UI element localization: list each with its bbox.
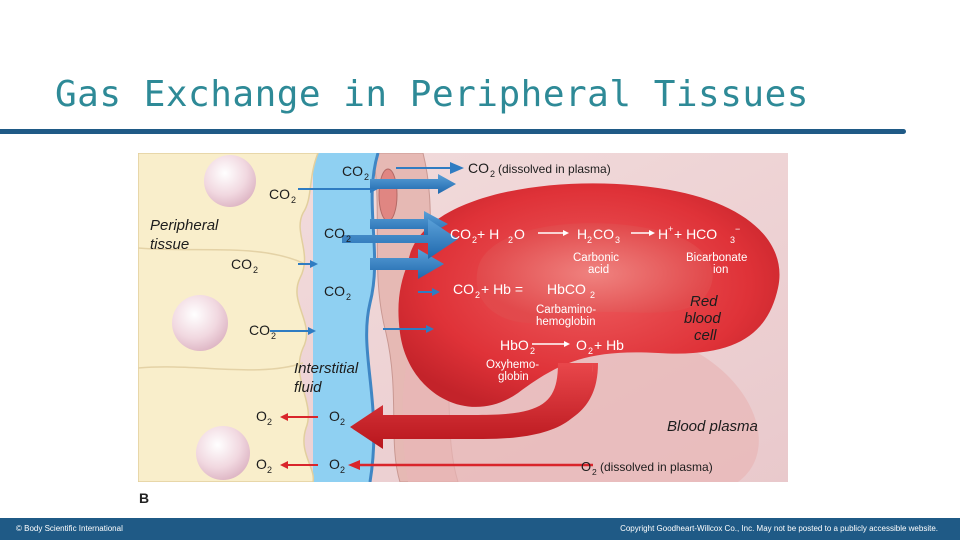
svg-text:2: 2: [590, 290, 595, 300]
svg-text:H: H: [577, 226, 587, 242]
label-cell: cell: [694, 327, 717, 344]
svg-text:+ Hb =: + Hb =: [481, 281, 523, 297]
svg-text:HbCO: HbCO: [547, 281, 586, 297]
co2-dissolved-label: CO 2 (dissolved in plasma): [468, 160, 611, 179]
label-blood: blood: [684, 310, 721, 327]
co2-arrow-3: [370, 249, 444, 279]
equation-oxyhemoglobin: HbO 2 O 2 + Hb: [500, 337, 624, 356]
svg-text:2: 2: [253, 265, 258, 275]
label-fluid: fluid: [294, 379, 322, 396]
svg-text:O: O: [256, 456, 267, 472]
cell-dimple: [476, 223, 713, 323]
svg-text:2: 2: [530, 346, 535, 356]
tissue-cell-nucleus: [196, 426, 250, 480]
svg-text:+ HCO: + HCO: [674, 226, 717, 242]
svg-text:CO: CO: [342, 163, 363, 179]
label-bicarbonate: Bicarbonate: [686, 252, 747, 264]
svg-text:2: 2: [587, 235, 592, 245]
svg-text:+: +: [668, 224, 673, 234]
svg-text:2: 2: [346, 234, 351, 244]
svg-text:CO: CO: [324, 225, 345, 241]
o2-dissolved-label: O 2 (dissolved in plasma): [581, 459, 713, 477]
label-interstitial: Interstitial: [294, 360, 359, 377]
svg-text:2: 2: [592, 467, 597, 477]
label-oxyhemo: Oxyhemo-: [486, 359, 539, 371]
svg-text:2: 2: [267, 417, 272, 427]
footer-credit: © Body Scientific International: [16, 524, 123, 533]
title-underline: [0, 129, 906, 134]
peripheral-tissue: [138, 153, 319, 482]
svg-text:3: 3: [730, 235, 735, 245]
svg-text:2: 2: [475, 290, 480, 300]
svg-text:CO: CO: [231, 256, 252, 272]
svg-text:(dissolved in plasma): (dissolved in plasma): [600, 460, 713, 474]
svg-text:HbO: HbO: [500, 337, 529, 353]
svg-text:2: 2: [340, 417, 345, 427]
co2-arrow-1: [370, 174, 456, 194]
tissue-cell-nucleus: [172, 295, 228, 351]
svg-text:O: O: [329, 408, 340, 424]
svg-text:2: 2: [588, 346, 593, 356]
tissue-cell-nucleus: [204, 155, 256, 207]
svg-text:2: 2: [508, 235, 513, 245]
footer-bar: © Body Scientific International Copyrigh…: [0, 518, 960, 540]
figure-letter: B: [139, 490, 150, 506]
label-peripheral: Peripheral: [150, 217, 219, 234]
co2-arrow-into-cell: [342, 219, 458, 259]
label-acid: acid: [588, 264, 609, 276]
svg-text:2: 2: [271, 331, 276, 341]
label-globin: globin: [498, 371, 529, 383]
svg-text:CO: CO: [593, 226, 614, 242]
slide-title: Gas Exchange in Peripheral Tissues: [55, 74, 809, 115]
svg-text:+ Hb: + Hb: [594, 337, 624, 353]
label-tissue: tissue: [150, 236, 189, 253]
equation-carbonic-acid: CO 2 + H 2 O H 2 CO 3 H + + HCO 3 −: [450, 224, 740, 245]
svg-text:CO: CO: [450, 226, 471, 242]
endothelial-nucleus: [378, 168, 398, 222]
svg-text:2: 2: [472, 235, 477, 245]
svg-text:O: O: [581, 459, 591, 474]
svg-text:−: −: [735, 224, 740, 234]
label-carbamino: Carbamino-: [536, 304, 596, 316]
svg-text:2: 2: [340, 465, 345, 475]
label-blood-plasma: Blood plasma: [667, 418, 758, 435]
footer-copyright: Copyright Goodheart-Willcox Co., Inc. Ma…: [620, 524, 938, 533]
label-red: Red: [690, 293, 718, 310]
svg-text:O: O: [514, 226, 525, 242]
svg-text:(dissolved in plasma): (dissolved in plasma): [498, 162, 611, 176]
svg-text:CO: CO: [249, 322, 270, 338]
svg-text:CO: CO: [468, 160, 489, 176]
svg-text:2: 2: [267, 465, 272, 475]
svg-text:CO: CO: [324, 283, 345, 299]
label-ion: ion: [713, 264, 728, 276]
svg-text:O: O: [256, 408, 267, 424]
svg-text:O: O: [576, 337, 587, 353]
svg-text:2: 2: [291, 195, 296, 205]
svg-text:CO: CO: [453, 281, 474, 297]
svg-text:2: 2: [364, 172, 369, 182]
svg-text:O: O: [329, 456, 340, 472]
equation-carbaminohemoglobin: CO 2 + Hb = HbCO 2: [453, 281, 595, 300]
svg-text:H: H: [658, 226, 668, 242]
svg-text:2: 2: [346, 292, 351, 302]
svg-text:+ H: + H: [477, 226, 499, 242]
svg-text:CO: CO: [269, 186, 290, 202]
label-carbonic: Carbonic: [573, 252, 619, 264]
svg-text:3: 3: [615, 235, 620, 245]
svg-text:2: 2: [490, 169, 495, 179]
label-hemoglobin: hemoglobin: [536, 316, 595, 328]
